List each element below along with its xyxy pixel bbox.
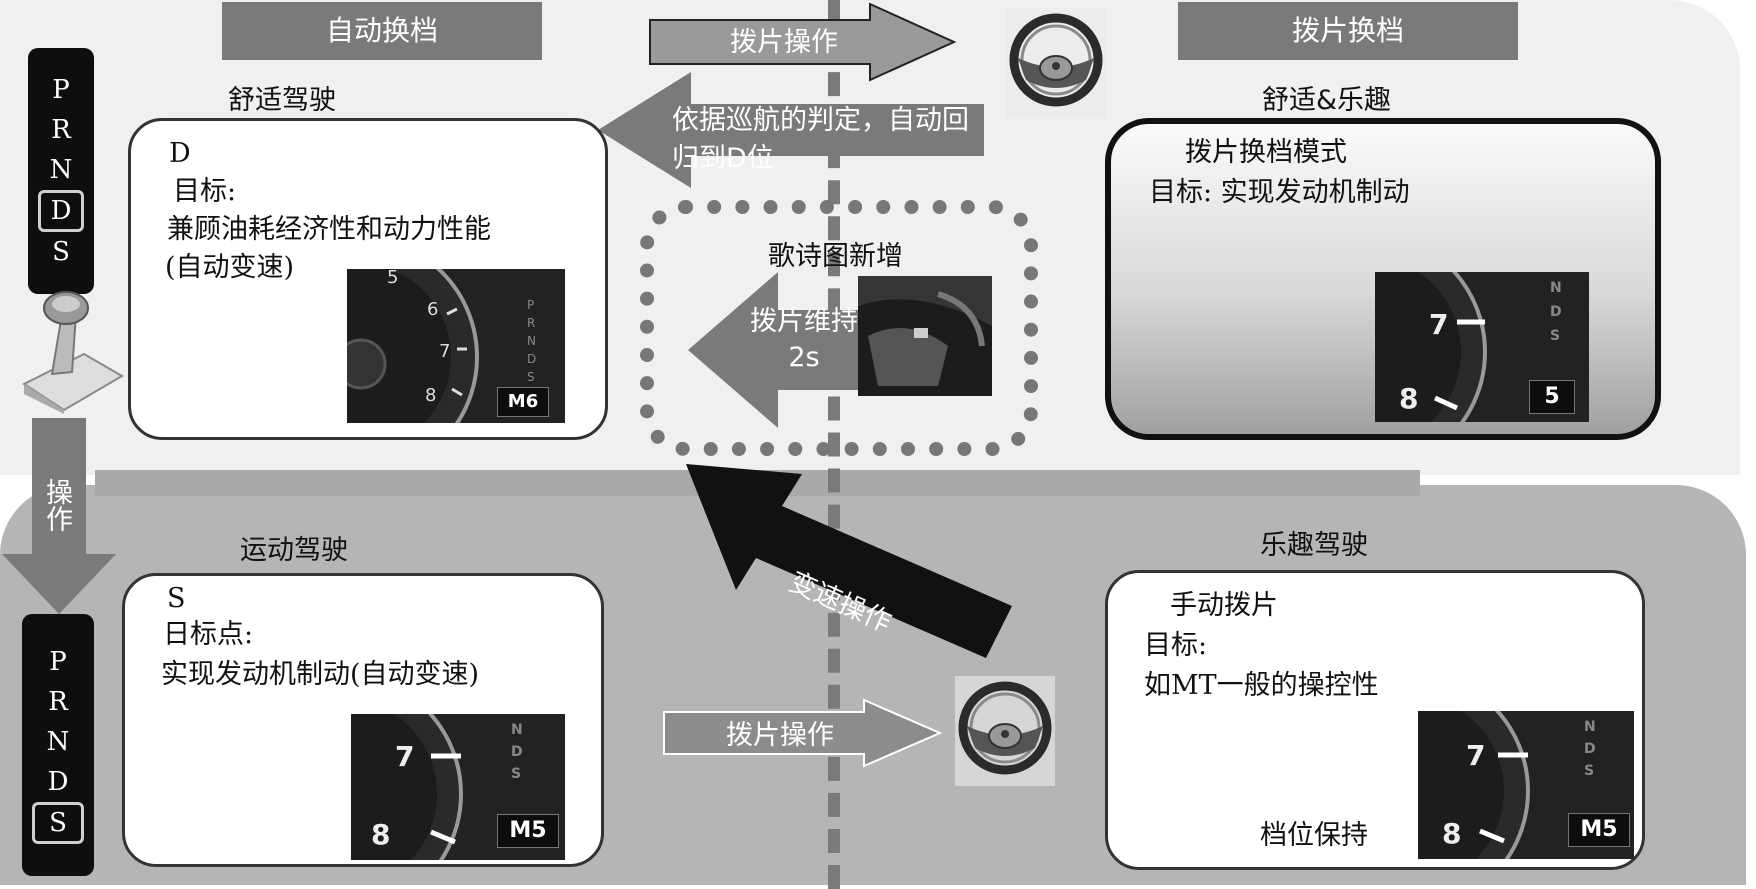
new-feature-title: 歌诗图新增 (768, 234, 903, 273)
sport-goal-label: 日标点: (163, 616, 253, 654)
shifter-d-selected: D (38, 190, 84, 232)
shifter-n: N (28, 150, 94, 190)
svg-text:7: 7 (1429, 308, 1448, 341)
shifter-s: S (28, 232, 94, 272)
shifter-n-2: N (22, 722, 94, 762)
svg-text:N: N (1550, 280, 1562, 296)
svg-text:S: S (527, 370, 535, 384)
instrument-cluster-d: 5 6 7 8 P R N D S M6 (347, 269, 565, 423)
comfort-mode-label: 舒适驾驶 (228, 78, 336, 117)
svg-text:D: D (527, 352, 536, 366)
comfort-mode-box: D 目标: 兼顾油耗经济性和动力性能 (自动变速) 5 6 7 8 P R N … (128, 118, 608, 440)
operate-label: 操作 (44, 478, 72, 532)
paddle-mode-title: 拨片换档模式 (1185, 134, 1347, 172)
shift-op-arrow (686, 462, 1016, 662)
shifter-p: P (28, 70, 94, 110)
comfort-goal-label: 目标: (173, 173, 236, 211)
svg-text:R: R (527, 316, 535, 330)
svg-text:6: 6 (427, 299, 438, 320)
gear-lever-icon (14, 284, 124, 414)
shifter-p-2: P (22, 642, 94, 682)
paddle-photo (858, 276, 992, 396)
paddle-photo-image (858, 276, 992, 396)
gear-d-label: D (169, 135, 191, 173)
shifter-s-selected: S (32, 802, 84, 844)
svg-text:S: S (1550, 328, 1560, 344)
gear-s-label: S (167, 580, 186, 618)
sport-goal-text: 实现发动机制动(自动变速) (161, 656, 479, 694)
cruise-return-label: 依据巡航的判定，自动回归到D位 (672, 102, 972, 178)
comfort-fun-mode-label: 舒适&乐趣 (1262, 78, 1391, 117)
gear-display-s: M5 (497, 814, 559, 848)
paddle-hold-label: 拨片维持2s (744, 304, 864, 376)
manual-mode-title: 手动拨片 (1170, 587, 1278, 625)
svg-text:N: N (511, 722, 523, 738)
manual-paddle-mode-box: 手动拨片 目标: 如MT一般的操控性 档位保持 7 8 N D S M5 (1105, 570, 1645, 870)
svg-text:8: 8 (425, 385, 436, 406)
svg-text:D: D (1584, 741, 1596, 757)
paddle-shift-mode-box: 拨片换档模式 目标: 实现发动机制动 7 8 N D S 5 (1105, 118, 1661, 440)
gear-display-d: M6 (497, 387, 549, 417)
shifter-strip-d: P R N D S (28, 48, 94, 294)
svg-text:7: 7 (1466, 739, 1485, 772)
svg-text:D: D (1550, 304, 1562, 320)
manual-goal-label: 目标: (1144, 627, 1207, 665)
gear-display-paddle: 5 (1529, 380, 1575, 414)
svg-text:5: 5 (387, 269, 398, 288)
paddle-shift-header: 拨片换档 (1178, 2, 1518, 60)
gear-hold-note: 档位保持 (1260, 817, 1368, 855)
shifter-d-2: D (22, 762, 94, 802)
instrument-cluster-manual: 7 8 N D S M5 (1418, 711, 1634, 859)
new-feature-panel: 歌诗图新增 拨片维持2s (640, 200, 1038, 456)
gear-display-manual: M5 (1568, 813, 1630, 847)
fun-mode-label: 乐趣驾驶 (1260, 523, 1368, 562)
auto-shift-header: 自动换档 (222, 2, 542, 60)
shifter-r: R (28, 110, 94, 150)
manual-goal-text: 如MT一般的操控性 (1144, 667, 1379, 705)
shifter-r-2: R (22, 682, 94, 722)
svg-text:P: P (527, 298, 534, 312)
svg-text:8: 8 (1399, 382, 1418, 415)
svg-text:7: 7 (439, 341, 450, 362)
instrument-cluster-s: 7 8 N D S M5 (351, 714, 565, 860)
svg-text:8: 8 (371, 818, 390, 851)
svg-text:8: 8 (1442, 817, 1461, 850)
paddle-op-label-bottom: 拨片操作 (726, 713, 834, 752)
svg-text:D: D (511, 744, 523, 760)
svg-text:7: 7 (395, 740, 414, 773)
instrument-cluster-paddle: 7 8 N D S 5 (1375, 272, 1589, 422)
svg-text:N: N (1584, 719, 1596, 735)
sport-mode-box: S 日标点: 实现发动机制动(自动变速) 7 8 N D S M5 (122, 573, 604, 867)
svg-text:N: N (527, 334, 536, 348)
comfort-goal-note: (自动变速) (165, 249, 294, 287)
paddle-mode-goal: 目标: 实现发动机制动 (1149, 174, 1410, 212)
steering-wheel-icon-top (1006, 8, 1106, 118)
steering-wheel-icon-bottom (955, 676, 1055, 786)
shifter-strip-s: P R N D S (22, 614, 94, 876)
comfort-goal-text: 兼顾油耗经济性和动力性能 (167, 211, 491, 249)
paddle-op-label-top: 拨片操作 (730, 20, 838, 59)
svg-text:S: S (1584, 763, 1594, 779)
sport-mode-label: 运动驾驶 (240, 528, 348, 567)
svg-text:S: S (511, 766, 521, 782)
